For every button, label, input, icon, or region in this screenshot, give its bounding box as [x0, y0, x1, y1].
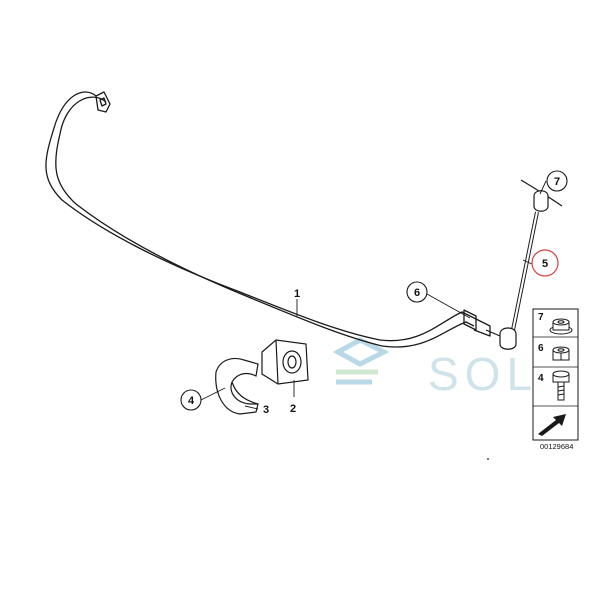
hex-nut-icon	[552, 346, 570, 361]
drawing-code: 00129684	[540, 442, 573, 451]
watermark-logo-icon	[332, 337, 390, 367]
callout-6: 6	[406, 281, 428, 303]
legend-label-6: 6	[538, 343, 544, 354]
callout-2: 2	[290, 403, 296, 415]
bushing	[261, 339, 309, 385]
flange-nut-icon	[549, 318, 573, 335]
callout-5: 5	[531, 249, 559, 277]
svg-text:6: 6	[414, 287, 420, 299]
stabilizer-link	[485, 179, 563, 350]
stabilizer-bar	[45, 91, 491, 348]
callout-7: 7	[546, 170, 568, 192]
svg-text:5: 5	[542, 258, 548, 270]
svg-text:7: 7	[554, 176, 560, 188]
legend-label-4: 4	[538, 373, 544, 384]
watermark-text: SOL	[428, 348, 538, 400]
arrow-icon	[538, 414, 566, 436]
clamp-bracket	[215, 357, 259, 415]
legend-label-7: 7	[538, 312, 544, 323]
leader-lines	[200, 180, 547, 410]
callout-3: 3	[263, 404, 269, 416]
svg-text:4: 4	[188, 395, 195, 407]
bolt-icon	[552, 370, 570, 401]
watermark: SOL	[332, 337, 538, 400]
callout-4: 4	[180, 389, 202, 411]
hardware-legend: 7 6 4	[532, 308, 579, 441]
stray-dot	[487, 458, 489, 460]
callout-1: 1	[294, 288, 300, 300]
